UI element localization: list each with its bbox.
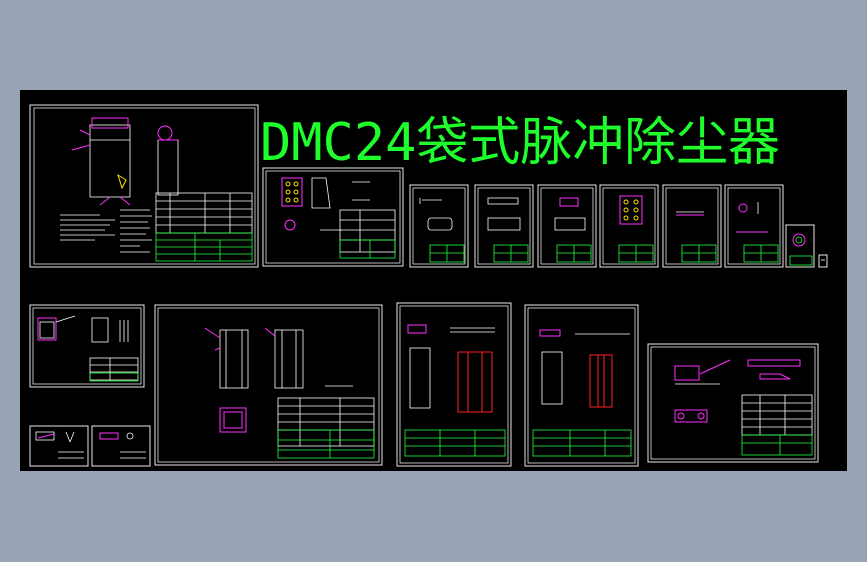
sheet-detail-9[interactable] [785, 224, 815, 268]
cad-drawing-canvas[interactable]: DMC24袋式脉冲除尘器 [20, 90, 847, 471]
drawing-title: DMC24袋式脉冲除尘器 [260, 113, 780, 173]
sheet-detail-2[interactable] [262, 167, 404, 267]
sheet-venturi[interactable] [524, 304, 639, 467]
sheet-small-b[interactable] [91, 425, 151, 467]
sheet-detail-8[interactable] [724, 184, 784, 268]
sheet-housing[interactable] [154, 304, 383, 466]
cad-viewport[interactable]: DMC24袋式脉冲除尘器 [20, 90, 847, 471]
sheet-detail-3[interactable] [409, 184, 469, 268]
sheet-detail-6[interactable] [599, 184, 659, 268]
sheet-pulse-valve[interactable] [647, 343, 819, 463]
sheet-filter-bag[interactable] [396, 302, 512, 467]
sheet-detail-7[interactable] [662, 184, 722, 268]
sheet-detail-10[interactable] [818, 254, 828, 268]
sheet-detail-4[interactable] [474, 184, 534, 268]
sheet-small-a[interactable] [29, 425, 89, 467]
sheet-main-assembly[interactable] [29, 104, 259, 268]
sheet-bag-cage[interactable] [29, 304, 145, 388]
sheet-detail-5[interactable] [537, 184, 597, 268]
